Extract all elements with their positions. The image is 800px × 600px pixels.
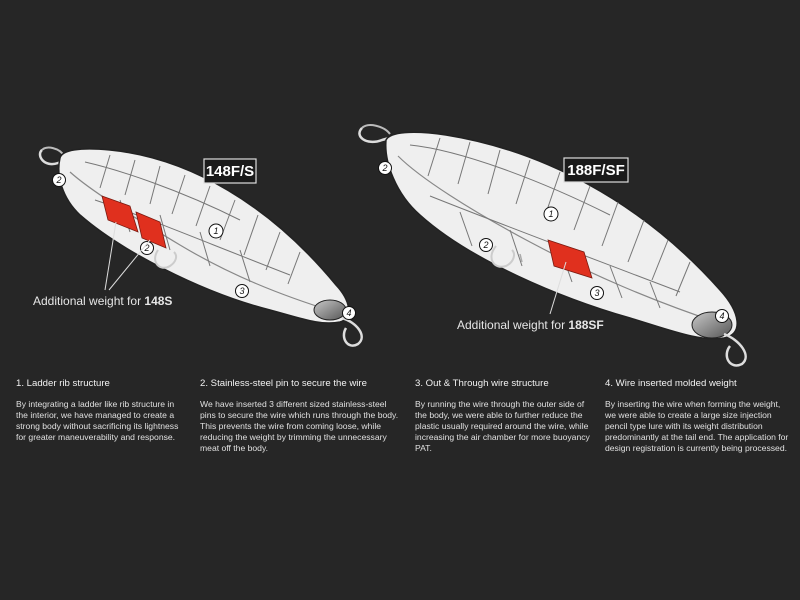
callout-1: 1 bbox=[208, 223, 224, 239]
additional-weight bbox=[547, 239, 593, 279]
ladder-ribs bbox=[409, 137, 691, 309]
tail-ring bbox=[723, 332, 747, 367]
feature-ladder-rib: 1. Ladder rib structure By integrating a… bbox=[16, 378, 188, 443]
feature-title: 2. Stainless-steel pin to secure the wir… bbox=[200, 378, 367, 389]
callout-2-nose: 2 bbox=[378, 161, 392, 175]
svg-text:188F/SF: 188F/SF bbox=[567, 162, 625, 179]
callout-2-nose: 2 bbox=[52, 173, 66, 187]
svg-text:2: 2 bbox=[55, 175, 61, 185]
svg-text:4: 4 bbox=[719, 311, 724, 321]
callout-4: 4 bbox=[342, 306, 356, 320]
lure-body bbox=[58, 148, 350, 324]
additional-weight-rear bbox=[135, 211, 167, 249]
callout-3: 3 bbox=[590, 286, 604, 300]
svg-text:4: 4 bbox=[346, 308, 351, 318]
feature-title: 4. Wire inserted molded weight bbox=[605, 378, 737, 389]
additional-weight-front bbox=[101, 195, 139, 233]
feature-stainless-pin: 2. Stainless-steel pin to secure the wir… bbox=[200, 378, 402, 454]
weight-pointer-lines bbox=[104, 221, 151, 291]
svg-text:3: 3 bbox=[594, 288, 599, 298]
svg-text:2: 2 bbox=[482, 240, 488, 250]
svg-text:2: 2 bbox=[143, 243, 149, 253]
svg-text:2: 2 bbox=[381, 163, 387, 173]
feature-descriptions: 1. Ladder rib structure By integrating a… bbox=[0, 378, 800, 488]
feature-body: By inserting the wire when forming the w… bbox=[605, 399, 789, 453]
svg-text:1: 1 bbox=[213, 226, 218, 236]
feature-title: 1. Ladder rib structure bbox=[16, 378, 110, 389]
callout-4: 4 bbox=[715, 309, 729, 323]
lure-diagram: 1 2 2 3 4 148F/S Additional weight for 1 bbox=[33, 124, 747, 367]
line-tie-ring bbox=[358, 124, 397, 144]
lure-188: 1 2 2 3 4 188F/SF Additional weight for … bbox=[358, 124, 747, 367]
model-label-188: 188F/SF bbox=[563, 157, 629, 183]
feature-wire-molded-weight: 4. Wire inserted molded weight By insert… bbox=[605, 378, 790, 454]
callout-1: 1 bbox=[543, 206, 559, 222]
feature-body: We have inserted 3 different sized stain… bbox=[200, 399, 399, 453]
lure-148: 1 2 2 3 4 148F/S Additional weight for 1 bbox=[33, 146, 363, 347]
weight-caption-148: Additional weight for 148S bbox=[33, 294, 172, 308]
svg-text:148F/S: 148F/S bbox=[206, 163, 254, 180]
callout-2-belly: 2 bbox=[140, 241, 154, 255]
weight-pointer-line bbox=[549, 261, 567, 315]
tail-weight bbox=[313, 299, 347, 321]
lure-body bbox=[385, 131, 738, 340]
feature-body: By running the wire through the outer si… bbox=[415, 399, 590, 453]
feature-body: By integrating a ladder like rib structu… bbox=[16, 399, 179, 442]
model-label-148: 148F/S bbox=[203, 158, 257, 184]
svg-text:1: 1 bbox=[548, 209, 553, 219]
callout-2-belly: 2 bbox=[479, 238, 493, 252]
feature-out-through-wire: 3. Out & Through wire structure By runni… bbox=[415, 378, 595, 454]
belly-hanger bbox=[154, 249, 178, 269]
svg-text:3: 3 bbox=[239, 286, 244, 296]
feature-title: 3. Out & Through wire structure bbox=[415, 378, 549, 389]
callout-3: 3 bbox=[235, 284, 249, 298]
belly-hanger bbox=[490, 245, 515, 268]
tail-ring bbox=[341, 316, 363, 347]
weight-caption-188: Additional weight for 188SF bbox=[457, 318, 604, 332]
